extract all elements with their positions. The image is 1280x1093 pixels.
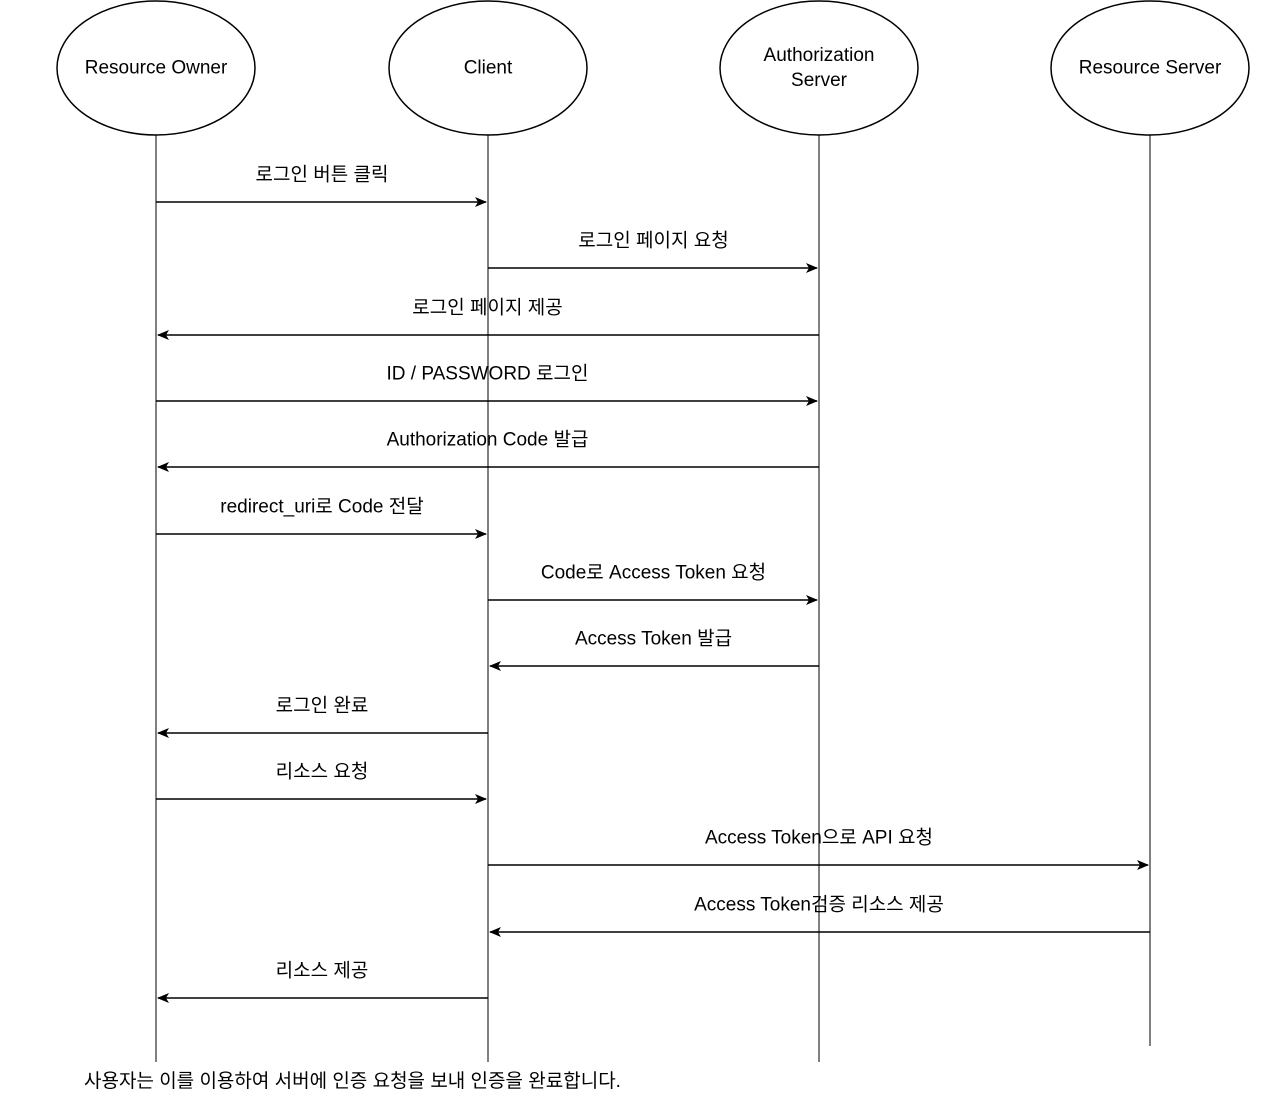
message-1: 로그인 버튼 클릭 bbox=[156, 164, 487, 207]
message-7: Code로 Access Token 요청 bbox=[488, 562, 818, 605]
message-9: 로그인 완료 bbox=[157, 695, 488, 738]
message-label: Access Token 발급 bbox=[575, 628, 732, 650]
actor-auth-ellipse bbox=[719, 0, 919, 136]
message-label: 로그인 페이지 요청 bbox=[578, 230, 728, 252]
message-label: 로그인 페이지 제공 bbox=[412, 297, 562, 319]
message-label: ID / PASSWORD 로그인 bbox=[387, 363, 589, 385]
actor-client-label: Client bbox=[464, 58, 513, 79]
message-label: 리소스 요청 bbox=[276, 761, 369, 783]
message-11: Access Token으로 API 요청 bbox=[488, 827, 1149, 870]
message-label: redirect_uri로 Code 전달 bbox=[220, 496, 423, 518]
message-label: Authorization Code 발급 bbox=[387, 429, 589, 451]
message-5: Authorization Code 발급 bbox=[157, 429, 819, 472]
message-6: redirect_uri로 Code 전달 bbox=[156, 496, 487, 539]
message-2: 로그인 페이지 요청 bbox=[488, 230, 818, 273]
message-10: 리소스 요청 bbox=[156, 761, 487, 804]
message-8: Access Token 발급 bbox=[489, 628, 819, 671]
actor-client-ellipse bbox=[388, 0, 588, 136]
actor-resource: Resource Server bbox=[1050, 0, 1250, 136]
actor-client: Client bbox=[388, 0, 588, 136]
actor-owner-ellipse bbox=[56, 0, 256, 136]
message-13: 리소스 제공 bbox=[157, 960, 488, 1003]
message-label: 로그인 완료 bbox=[276, 695, 369, 717]
footer-note: 사용자는 이를 이용하여 서버에 인증 요청을 보내 인증을 완료합니다. bbox=[84, 1071, 621, 1092]
message-label: 로그인 버튼 클릭 bbox=[256, 164, 389, 186]
message-label: 리소스 제공 bbox=[276, 960, 369, 982]
actor-resource-label: Resource Server bbox=[1079, 58, 1222, 79]
message-4: ID / PASSWORD 로그인 bbox=[156, 363, 818, 406]
message-label: Code로 Access Token 요청 bbox=[541, 562, 766, 584]
lifelines bbox=[155, 135, 1151, 1062]
actor-owner: Resource Owner bbox=[56, 0, 256, 136]
actor-auth-label: Server bbox=[791, 70, 848, 91]
message-12: Access Token검증 리소스 제공 bbox=[489, 894, 1150, 937]
actor-owner-label: Resource Owner bbox=[85, 58, 228, 79]
message-label: Access Token으로 API 요청 bbox=[705, 827, 933, 849]
message-3: 로그인 페이지 제공 bbox=[157, 297, 819, 340]
message-label: Access Token검증 리소스 제공 bbox=[694, 894, 944, 916]
actor-resource-ellipse bbox=[1050, 0, 1250, 136]
actor-auth-label: Authorization bbox=[764, 45, 875, 66]
